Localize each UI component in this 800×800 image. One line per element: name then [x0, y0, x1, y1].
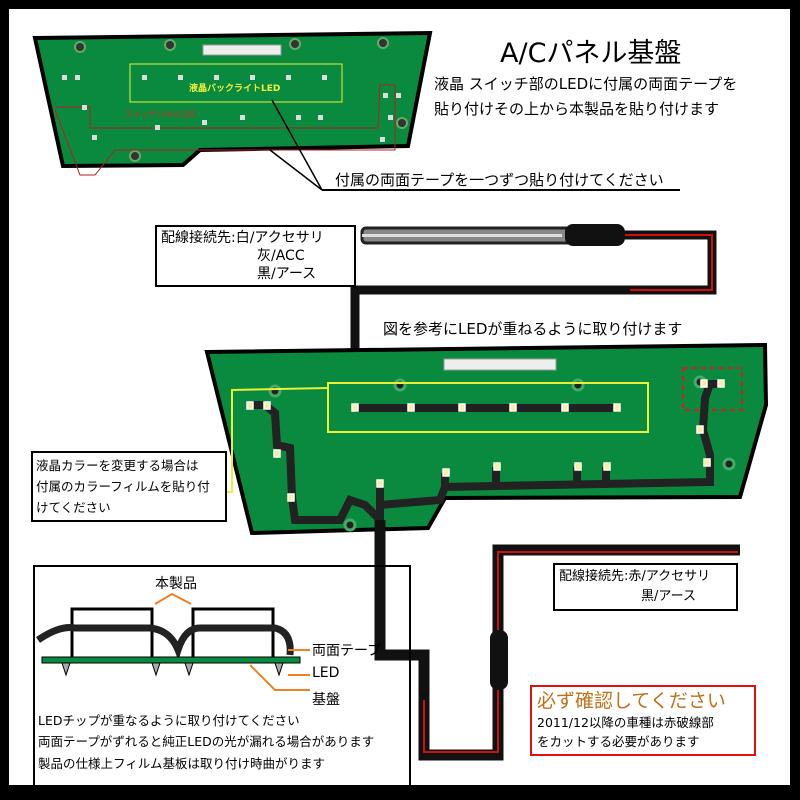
warning-box: 必ず確認してください 2011/12以降の車種は赤破線部 をカットする必要があり…	[530, 685, 756, 756]
lcd-color-note-box: 液晶カラーを変更する場合は 付属のカラーフィルムを貼り付 けてください	[31, 451, 227, 522]
tape-callout: 付属の両面テープを一つずつ貼り付けてください	[335, 171, 664, 189]
red-wire	[625, 234, 713, 291]
switch-panel-label: スイッチパネルLED	[125, 110, 197, 119]
note-line: 液晶カラーを変更する場合は	[36, 458, 199, 473]
screw-holes	[74, 37, 408, 162]
connector	[202, 44, 282, 56]
cut-area	[682, 367, 743, 411]
bottom-black-wire	[374, 520, 740, 761]
callout-leader	[271, 99, 323, 191]
intro-line-1: 液晶 スイッチ部のLEDに付属の両面テープを	[434, 75, 738, 93]
wiring-box-1: 配線接続先:白/アクセサリ 灰/ACC 黒/アース	[155, 225, 356, 287]
product-note-1: LEDチップが重なるように取り付けてください	[38, 713, 300, 728]
top-leds	[62, 75, 401, 142]
diagram-canvas: A/Cパネル基盤 液晶 スイッチ部のLEDに付属の両面テープを 貼り付けその上か…	[9, 9, 790, 787]
wiring-line: 配線接続先:赤/アクセサリ	[559, 569, 711, 584]
intro-line-2: 貼り付けその上から本製品を貼り付けます	[434, 100, 720, 118]
wiring-line: 黒/アース	[641, 589, 696, 604]
product-note-3: 製品の仕様上フィルム基板は取り付け時曲がります	[38, 756, 326, 771]
product-box	[33, 565, 411, 787]
wiring-line: 灰/ACC	[257, 248, 305, 264]
warning-title: 必ず確認してください	[537, 690, 726, 712]
inline-fuse	[490, 630, 508, 690]
label-board: 基盤	[312, 692, 340, 708]
note-line: 付属のカラーフィルムを貼り付	[36, 479, 210, 494]
page-title: A/Cパネル基盤	[500, 38, 682, 69]
wiring-line: 配線接続先:白/アクセサリ	[161, 230, 324, 246]
lcd-area	[327, 382, 649, 433]
callout-leader	[269, 149, 323, 191]
label-led: LED	[312, 665, 340, 681]
warning-line: 2011/12以降の車種は赤破線部	[537, 715, 714, 730]
product-illustration	[36, 592, 310, 691]
main-leds	[246, 379, 725, 502]
gray-cable-highlight	[362, 234, 562, 237]
lcd-note-leader	[222, 387, 329, 493]
label-tape: 両面テープ	[312, 643, 382, 659]
note-line: けてください	[36, 500, 111, 515]
lcd-backlight-area	[129, 63, 343, 103]
warning-line: をカットする必要があります	[537, 734, 700, 749]
product-note-2: 両面テープがずれると純正LEDの光が漏れる場合があります	[38, 734, 375, 749]
main-connector	[443, 358, 557, 371]
wiring-line: 黒/アース	[257, 266, 317, 282]
switch-led-area	[54, 84, 396, 176]
diagram-graphics	[32, 30, 769, 761]
product-title: 本製品	[155, 576, 197, 592]
mid-note: 図を参考にLEDが重ねるように取り付けます	[383, 320, 683, 338]
cable-connector	[565, 224, 625, 246]
lcd-backlight-label: 液晶バックライトLED	[189, 84, 281, 94]
bottom-red-wire	[423, 551, 738, 753]
wiring-box-2: 配線接続先:赤/アクセサリ 黒/アース	[553, 563, 738, 611]
